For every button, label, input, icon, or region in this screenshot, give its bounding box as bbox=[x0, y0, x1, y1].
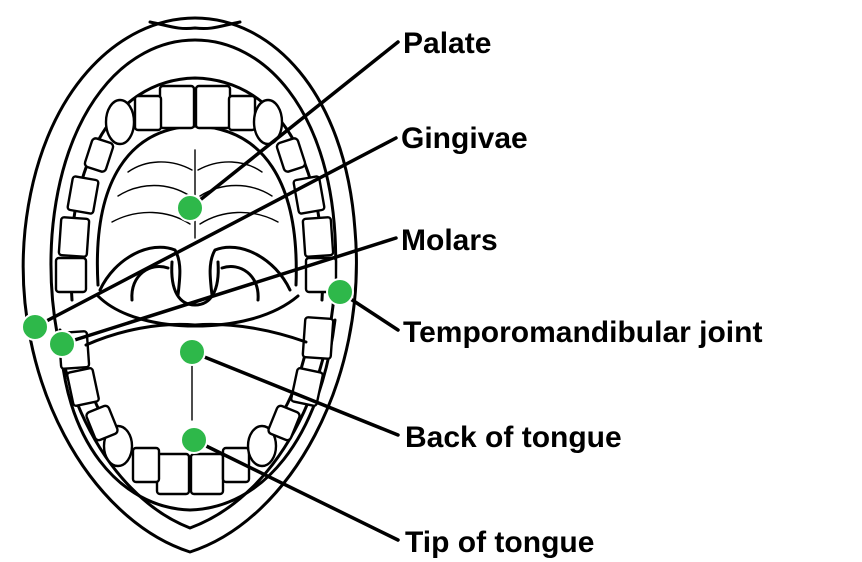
palate-ridges bbox=[112, 150, 278, 238]
marker-gingivae bbox=[22, 314, 48, 340]
marker-tip-of-tongue bbox=[181, 427, 207, 453]
label-back-of-tongue: Back of tongue bbox=[405, 421, 622, 454]
label-temporomandibular-joint: Temporomandibular joint bbox=[403, 316, 762, 349]
marker-temporomandibular-joint bbox=[327, 279, 353, 305]
throat-and-uvula bbox=[98, 247, 298, 326]
label-palate: Palate bbox=[403, 27, 491, 60]
leader-line-tip-of-tongue bbox=[194, 440, 398, 540]
label-tip-of-tongue: Tip of tongue bbox=[405, 526, 594, 559]
marker-molars bbox=[49, 331, 75, 357]
marker-palate bbox=[177, 195, 203, 221]
label-gingivae: Gingivae bbox=[401, 122, 528, 155]
mouth-illustration bbox=[23, 18, 356, 552]
labels: Palate Gingivae Molars Temporomandibular… bbox=[401, 27, 762, 559]
label-molars: Molars bbox=[401, 224, 498, 257]
marker-back-of-tongue bbox=[179, 339, 205, 365]
